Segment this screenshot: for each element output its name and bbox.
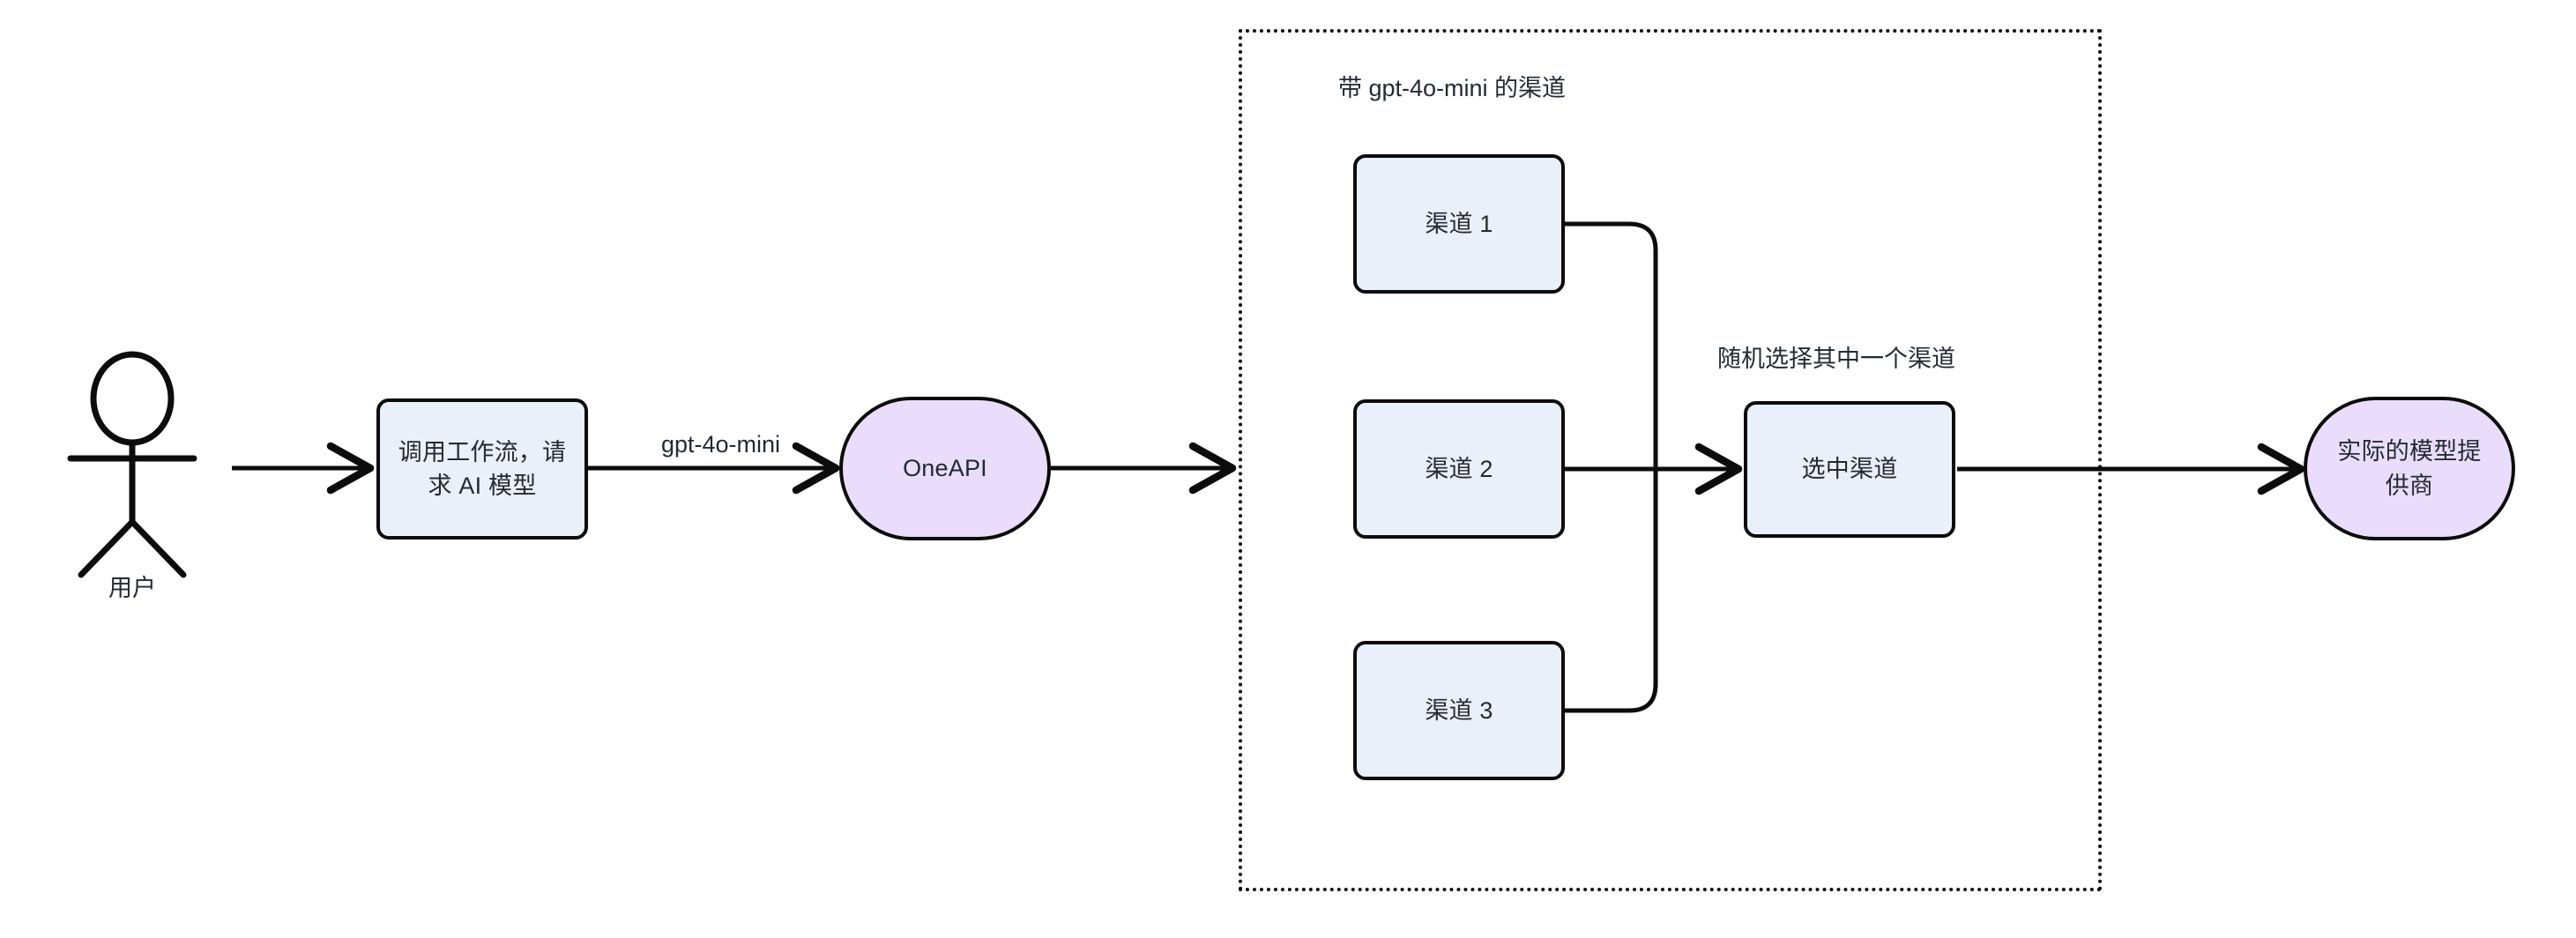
node-channel-3-label: 渠道 3 <box>1425 696 1493 724</box>
edge-label-random-pick: 随机选择其中一个渠道 <box>1717 346 1955 372</box>
channels-group-container <box>1239 29 2102 891</box>
node-channel-3[interactable]: 渠道 3 <box>1353 641 1565 780</box>
node-workflow-label: 调用工作流，请 求 AI 模型 <box>386 436 578 503</box>
node-provider[interactable]: 实际的模型提 供商 <box>2304 397 2515 540</box>
node-channel-2-label: 渠道 2 <box>1425 455 1493 482</box>
node-workflow[interactable]: 调用工作流，请 求 AI 模型 <box>376 398 588 540</box>
node-workflow-label-line1: 调用工作流，请 <box>398 438 567 465</box>
node-provider-label: 实际的模型提 供商 <box>2323 435 2495 502</box>
node-selected-channel[interactable]: 选中渠道 <box>1744 401 1955 538</box>
node-oneapi[interactable]: OneAPI <box>839 397 1051 540</box>
node-provider-label-line1: 实际的模型提 <box>2337 438 2482 465</box>
channels-group-label: 带 gpt-4o-mini 的渠道 <box>1338 75 1567 101</box>
node-oneapi-label: OneAPI <box>903 455 987 482</box>
node-channel-1[interactable]: 渠道 1 <box>1353 154 1565 294</box>
node-selected-channel-label: 选中渠道 <box>1801 456 1898 483</box>
node-workflow-label-line2: 求 AI 模型 <box>428 473 537 499</box>
node-channel-2[interactable]: 渠道 2 <box>1353 399 1565 539</box>
stick-figure-icon <box>67 351 197 578</box>
node-channel-1-label: 渠道 1 <box>1425 210 1493 237</box>
node-provider-label-line2: 供商 <box>2385 472 2434 499</box>
edge-label-model: gpt-4o-mini <box>661 431 781 458</box>
actor-label-user: 用户 <box>108 575 156 601</box>
